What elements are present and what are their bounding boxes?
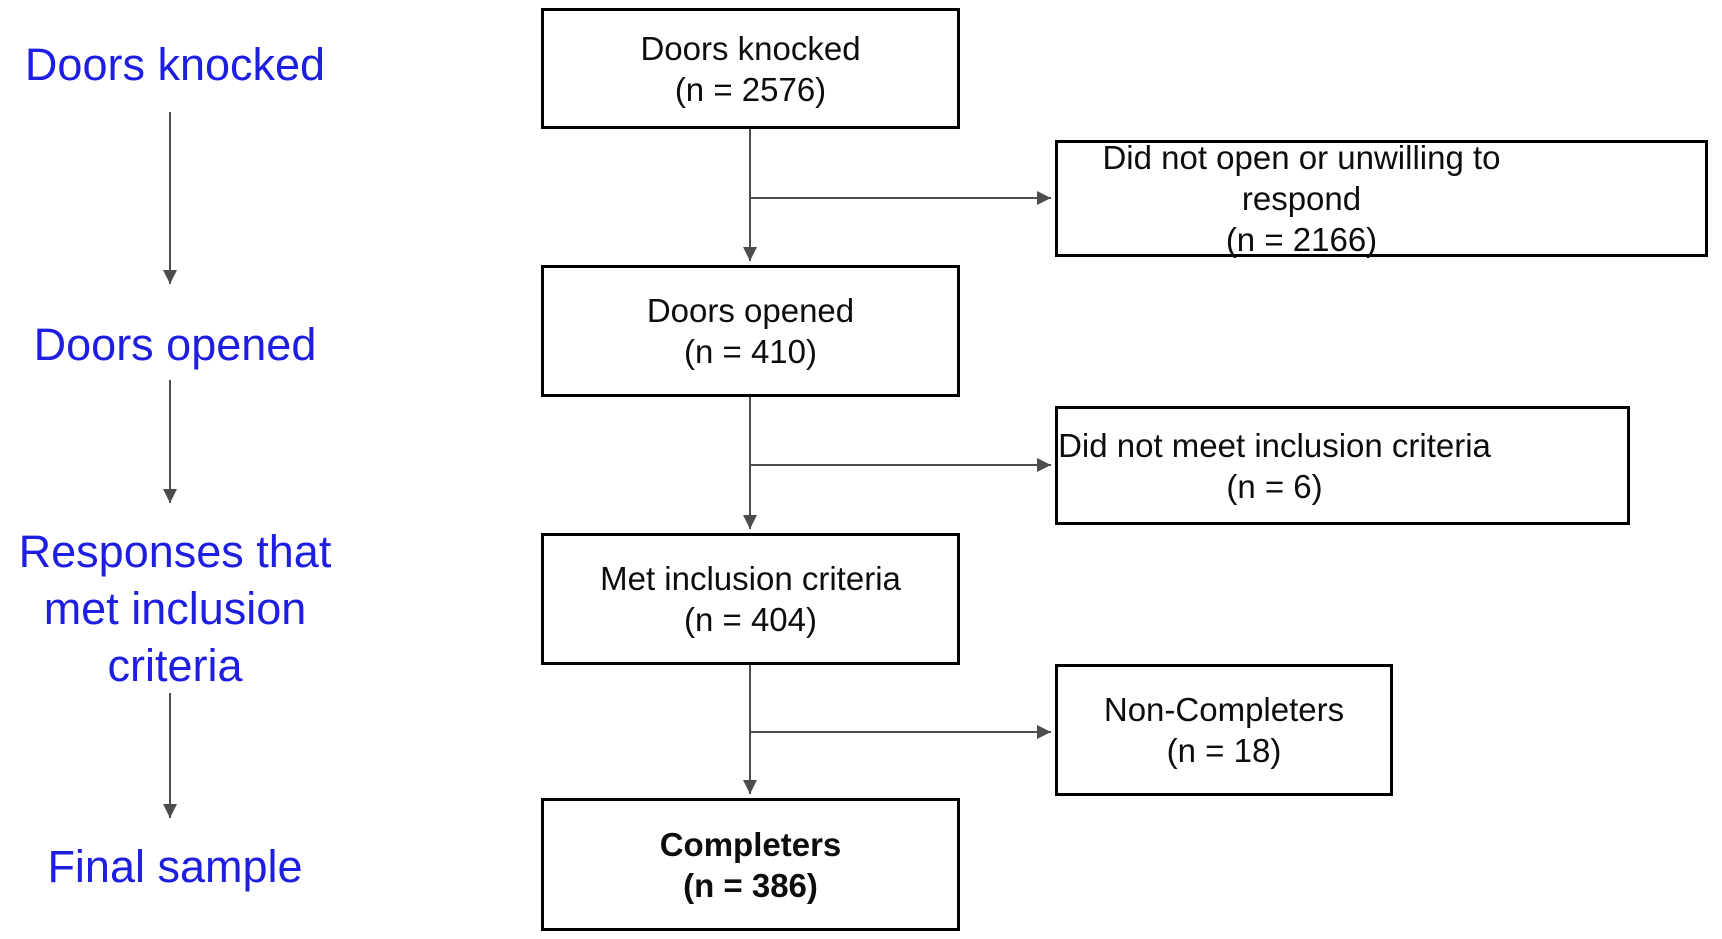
- box-doors-knocked: Doors knocked (n = 2576): [541, 8, 960, 129]
- box-completers-label: Completers: [659, 825, 842, 863]
- box-doors-opened-label: Doors opened: [646, 292, 855, 329]
- box-completers-count: (n = 386): [683, 866, 818, 904]
- box-did-not-open: Did not open or unwilling to respond (n …: [1055, 139, 1708, 258]
- box-did-not-open-label: Did not open or unwilling to respond: [1102, 139, 1501, 217]
- box-doors-opened: Doors opened (n = 410): [541, 265, 960, 397]
- box-non-completers: Non-Completers (n = 18): [1055, 664, 1393, 796]
- stage-label-doors-opened: Doors opened: [33, 319, 317, 370]
- stage-label-final-sample: Final sample: [47, 841, 303, 892]
- box-did-not-meet-criteria: Did not meet inclusion criteria (n = 6): [1055, 406, 1630, 525]
- stage-label-met-inclusion: Responses that met inclusion criteria: [18, 526, 332, 691]
- box-did-not-open-count: (n = 2166): [1225, 221, 1378, 258]
- box-doors-knocked-label: Doors knocked: [640, 29, 861, 67]
- box-did-not-meet-criteria-count: (n = 6): [1226, 467, 1323, 505]
- box-completers: Completers (n = 386): [541, 798, 960, 931]
- box-met-inclusion-count: (n = 404): [684, 601, 817, 638]
- box-met-inclusion-criteria: Met inclusion criteria (n = 404): [541, 533, 960, 665]
- box-doors-opened-count: (n = 410): [684, 333, 817, 370]
- stage-label-doors-knocked: Doors knocked: [24, 39, 326, 90]
- box-doors-knocked-count: (n = 2576): [674, 70, 827, 108]
- box-did-not-meet-criteria-label: Did not meet inclusion criteria: [1058, 426, 1491, 464]
- box-non-completers-label: Non-Completers: [1103, 691, 1345, 728]
- box-met-inclusion-label: Met inclusion criteria: [600, 560, 901, 597]
- box-non-completers-count: (n = 18): [1166, 732, 1282, 769]
